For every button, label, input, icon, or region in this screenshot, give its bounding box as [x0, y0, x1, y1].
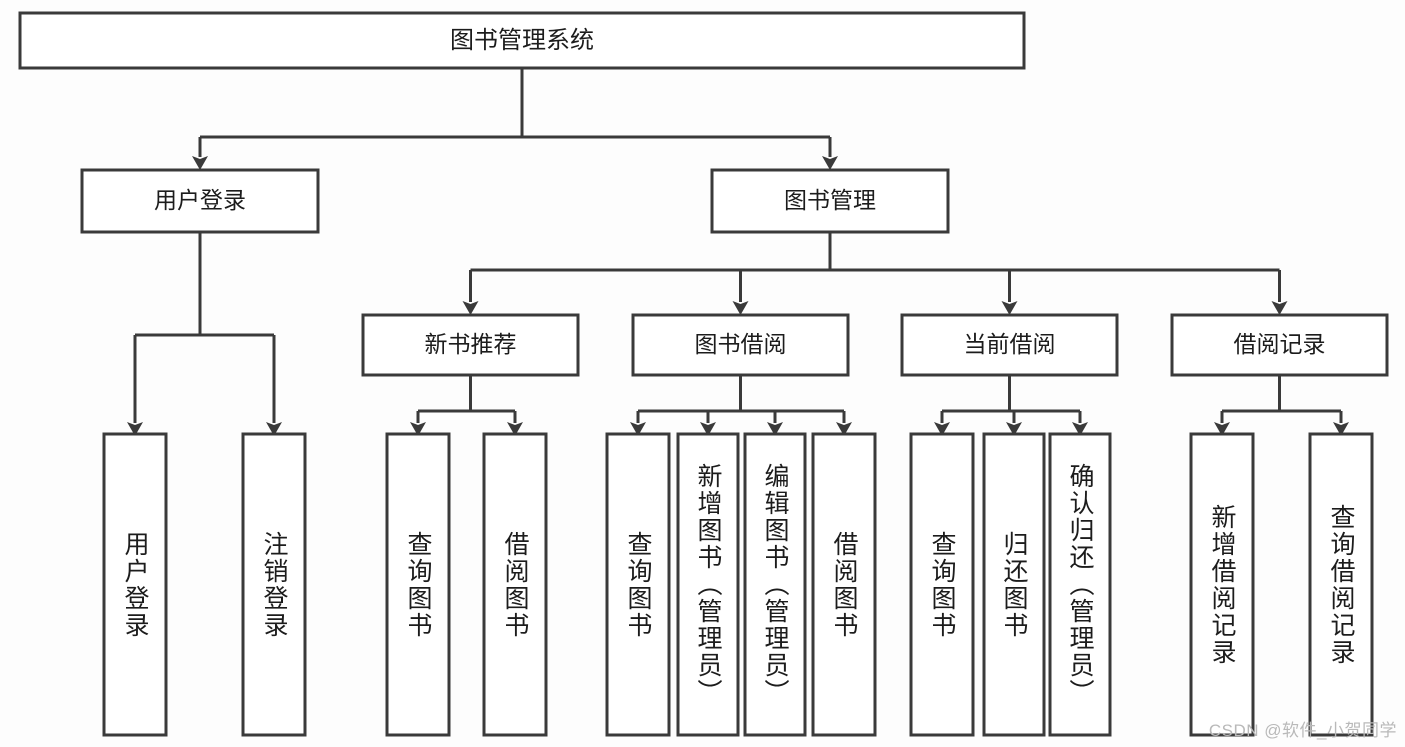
node-level3-1[interactable]: 图书借阅: [631, 313, 850, 377]
node-level3-1-label: 图书借阅: [695, 331, 787, 357]
node-leaf-10-box[interactable]: [1048, 432, 1112, 737]
node-leaf-0-box[interactable]: [102, 432, 168, 737]
node-level3-0[interactable]: 新书推荐: [361, 313, 580, 377]
node-level2-1-label: 图书管理: [784, 187, 876, 213]
node-root[interactable]: 图书管理系统: [18, 11, 1026, 70]
node-leaf-1-box[interactable]: [241, 432, 307, 737]
node-level3-3[interactable]: 借阅记录: [1170, 313, 1389, 377]
node-level3-3-box[interactable]: [1170, 313, 1389, 377]
node-level3-2-label: 当前借阅: [964, 331, 1056, 357]
watermark: CSDN @软件_小贺同学: [1208, 721, 1397, 740]
node-level2-1-box[interactable]: [710, 168, 950, 234]
node-leaf-2-box[interactable]: [385, 432, 451, 737]
node-leaf-5-box[interactable]: [676, 432, 740, 737]
node-leaf-7-box[interactable]: [811, 432, 877, 737]
node-level3-3-label: 借阅记录: [1234, 331, 1326, 357]
node-leaf-8-box[interactable]: [909, 432, 975, 737]
node-level2-0-label: 用户登录: [154, 187, 246, 213]
node-leaf-9-box[interactable]: [982, 432, 1046, 737]
node-root-box[interactable]: [18, 11, 1026, 70]
node-level2-0-box[interactable]: [80, 168, 320, 234]
node-level3-1-box[interactable]: [631, 313, 850, 377]
node-level3-2-box[interactable]: [900, 313, 1119, 377]
connector-layer: [127, 68, 1349, 436]
node-leaf-11-box[interactable]: [1189, 432, 1255, 737]
node-level2-1[interactable]: 图书管理: [710, 168, 950, 234]
node-level3-2[interactable]: 当前借阅: [900, 313, 1119, 377]
node-level3-0-label: 新书推荐: [425, 331, 517, 357]
node-leaf-4-box[interactable]: [605, 432, 671, 737]
node-leaf-12-box[interactable]: [1308, 432, 1374, 737]
node-root-label: 图书管理系统: [450, 27, 594, 54]
node-level3-0-box[interactable]: [361, 313, 580, 377]
node-leaf-3-box[interactable]: [482, 432, 548, 737]
node-level2-0[interactable]: 用户登录: [80, 168, 320, 234]
node-leaf-6-box[interactable]: [743, 432, 807, 737]
